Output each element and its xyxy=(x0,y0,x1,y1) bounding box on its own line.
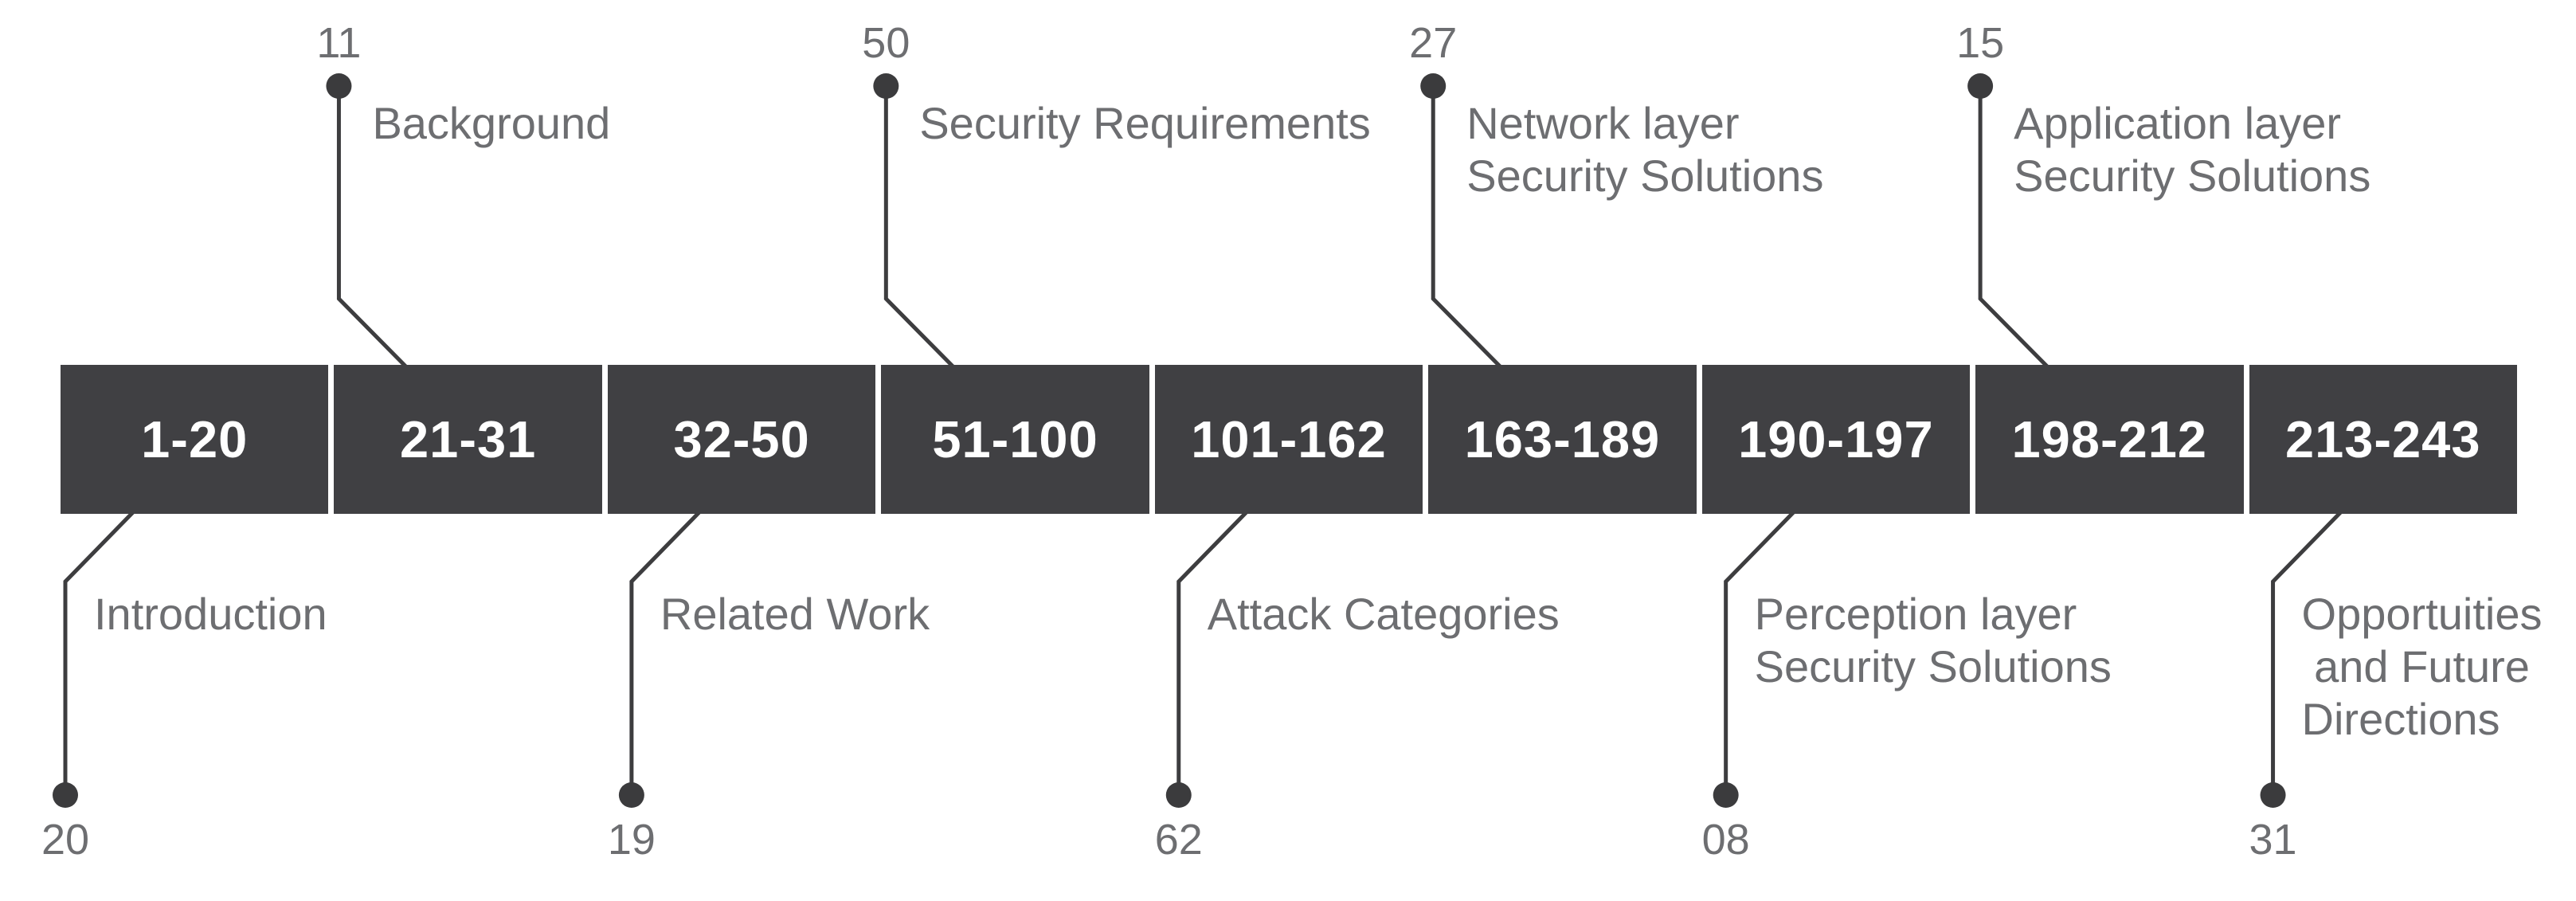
bar-segment: 51-100 xyxy=(881,365,1149,514)
top-connector-line xyxy=(1978,86,2049,368)
top-connector-dot xyxy=(1420,73,1447,99)
top-connector-dot xyxy=(1967,73,1994,99)
bottom-callout-count: 08 xyxy=(1701,816,1750,864)
top-callout-label: Network layer Security Solutions xyxy=(1466,98,1824,201)
bar-segment: 163-189 xyxy=(1428,365,1697,514)
bar-segment: 1-20 xyxy=(61,365,329,514)
top-callout-count: 11 xyxy=(316,19,362,67)
bottom-connector-dot xyxy=(2260,782,2286,808)
bar-segment: 190-197 xyxy=(1701,365,1971,514)
top-connector-line xyxy=(1431,86,1502,368)
bottom-callout-label: Perception layer Security Solutions xyxy=(1754,589,2112,691)
bottom-callout-label: Related Work xyxy=(660,589,930,639)
bottom-callout-label: Opportuities and Future Directions xyxy=(2301,589,2543,744)
top-connector-dot xyxy=(873,73,899,99)
top-connector-line xyxy=(336,86,408,368)
top-callout-label: Application layer Security Solutions xyxy=(2014,98,2371,201)
bottom-connector-dot xyxy=(53,782,78,808)
bottom-connector-line xyxy=(629,511,701,795)
bottom-connector-dot xyxy=(1713,782,1739,808)
bottom-connector-line xyxy=(2271,511,2343,795)
bottom-connector-line xyxy=(1176,511,1248,795)
top-callout-count: 15 xyxy=(1956,19,2005,67)
top-connector-line xyxy=(883,86,955,368)
bottom-callout-label: Introduction xyxy=(94,589,327,639)
bar-segment: 198-212 xyxy=(1975,365,2244,514)
top-connector-dot xyxy=(326,73,352,99)
bar-segment: 101-162 xyxy=(1154,365,1423,514)
bottom-connector-dot xyxy=(1165,782,1192,808)
bottom-connector-dot xyxy=(618,782,644,808)
top-callout-count: 50 xyxy=(862,19,910,67)
bottom-callout-count: 31 xyxy=(2249,816,2297,864)
bottom-connector-line xyxy=(63,511,135,795)
bar-segment: 32-50 xyxy=(607,365,876,514)
bar-segment: 213-243 xyxy=(2249,365,2517,514)
bottom-callout-count: 20 xyxy=(41,816,90,864)
bottom-callout-count: 62 xyxy=(1154,816,1203,864)
top-callout-count: 27 xyxy=(1409,19,1458,67)
bottom-callout-count: 19 xyxy=(607,816,656,864)
top-callout-label: Security Requirements xyxy=(919,98,1371,148)
bottom-callout-label: Attack Categories xyxy=(1207,589,1560,639)
top-callout-label: Background xyxy=(372,98,611,148)
bar-segment: 21-31 xyxy=(334,365,602,514)
bottom-connector-line xyxy=(1724,511,1795,795)
